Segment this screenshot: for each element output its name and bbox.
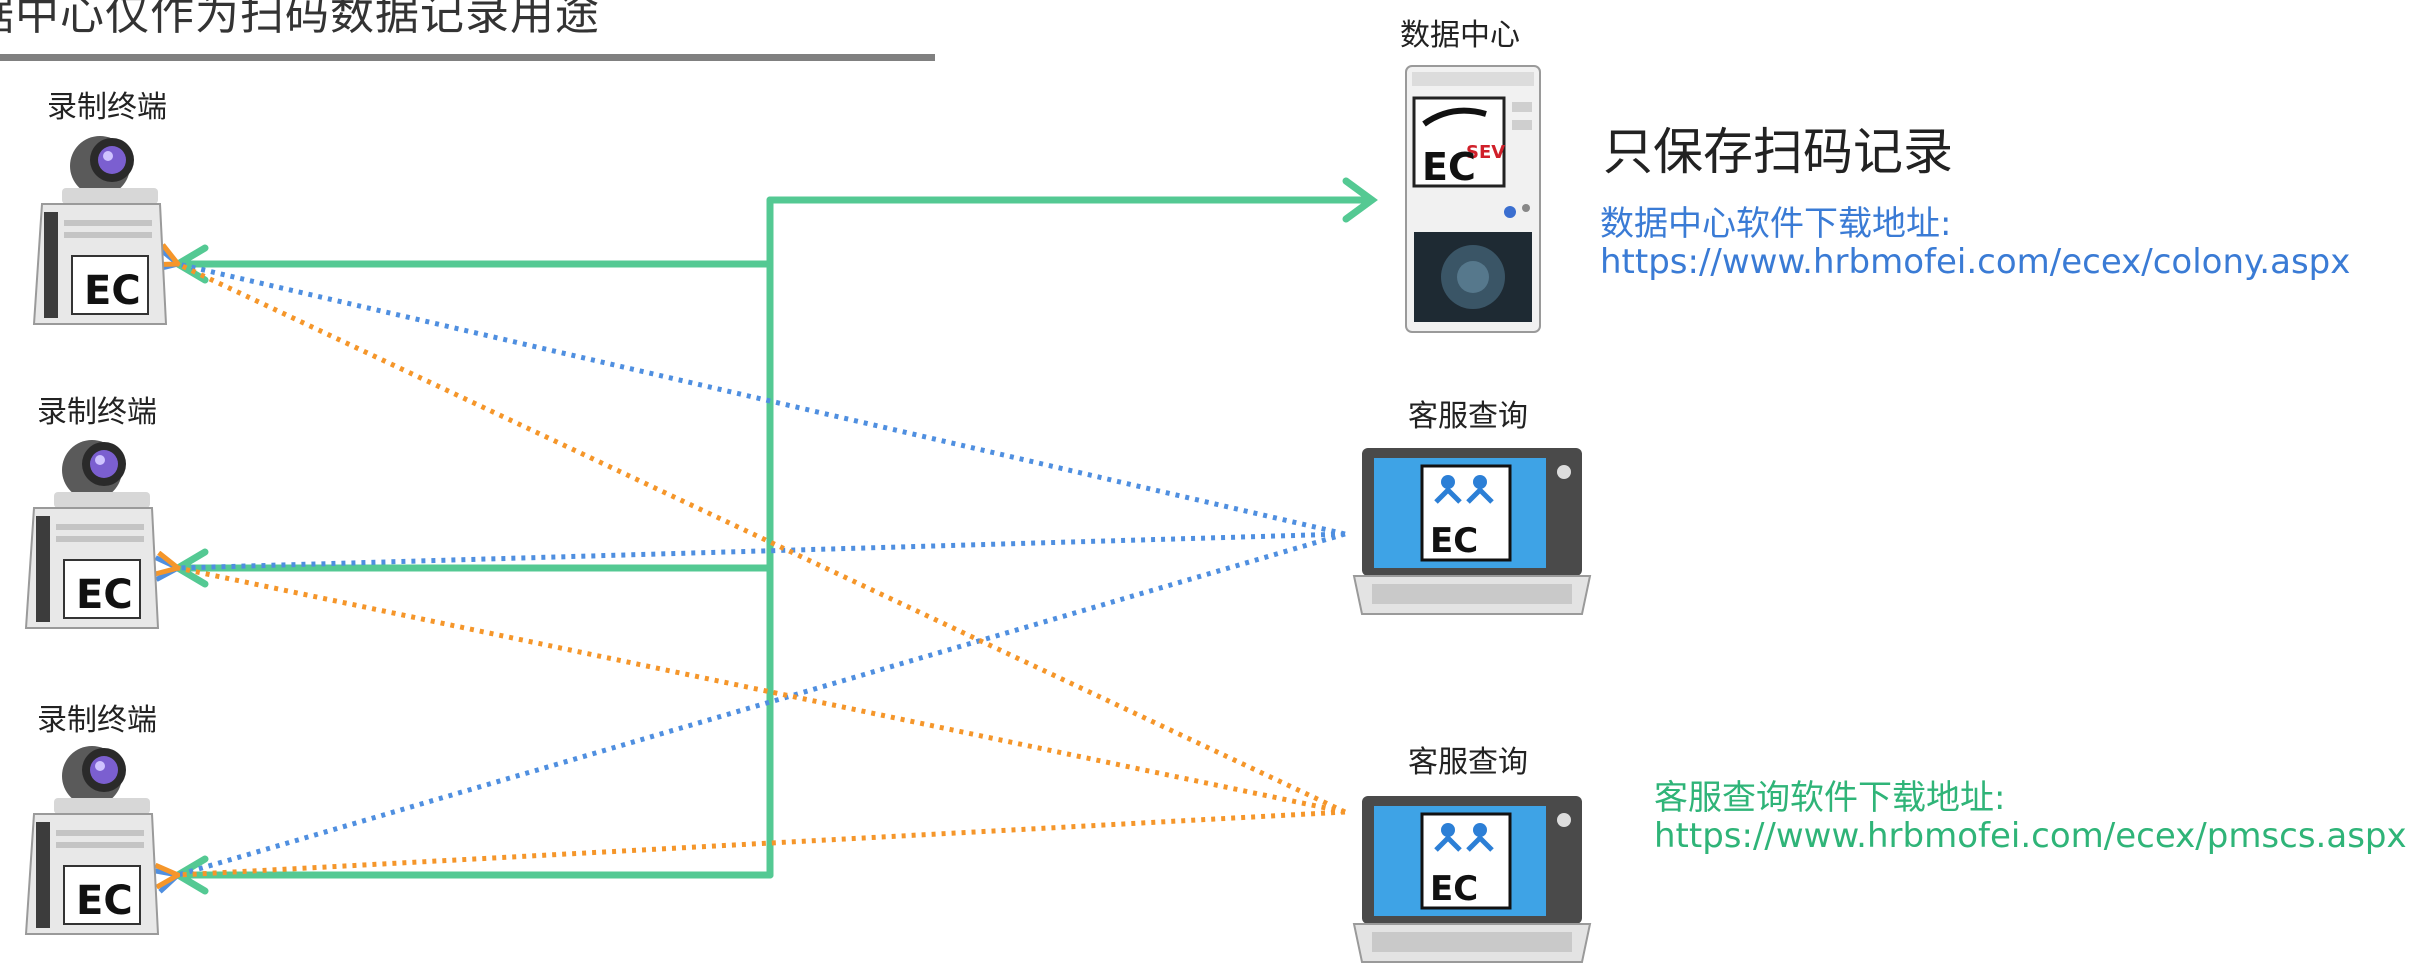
blue-links [178,264,1346,875]
camera-server-icon: EC [12,432,172,642]
blue-link-2 [178,531,1346,568]
camera-server-icon: EC [20,128,180,338]
orange-link-3 [178,809,1346,875]
svg-text:EC: EC [1430,521,1478,561]
arrowhead-data-center [1342,177,1378,223]
data-center-label: 数据中心 [1400,18,1520,53]
terminal-label-1: 录制终端 [47,90,167,125]
svg-text:EC: EC [76,878,133,924]
page-title: 据中心仅作为扫码数据记录用途 [0,0,600,40]
blue-link-1 [178,264,1346,537]
svg-text:EC: EC [76,572,133,618]
service-label-1: 客服查询 [1408,399,1528,434]
cs-download-label: 客服查询软件下载地址: [1654,778,2006,818]
note-main: 只保存扫码记录 [1603,123,1953,181]
laptop-icon: EC [1352,442,1592,626]
orange-link-2 [178,568,1346,815]
tower-server-icon: SEV EC [1400,62,1546,341]
blue-link-3 [178,531,1346,875]
ec-logo-icon: SEV [1466,142,1505,163]
svg-text:EC: EC [1422,145,1476,189]
camera-server-icon: EC [12,738,172,948]
terminal-label-3: 录制终端 [37,703,157,738]
cs-download-link[interactable]: https://www.hrbmofei.com/ecex/pmscs.aspx [1654,816,2407,856]
orange-link-1 [178,264,1347,815]
svg-text:EC: EC [84,268,141,314]
svg-text:EC: EC [1430,869,1478,909]
dc-download-link[interactable]: https://www.hrbmofei.com/ecex/colony.asp… [1600,242,2351,282]
laptop-icon: EC [1352,790,1592,974]
terminal-label-2: 录制终端 [37,395,157,430]
title-divider [0,54,935,61]
service-label-2: 客服查询 [1408,745,1528,780]
dc-download-label: 数据中心软件下载地址: [1600,204,1952,244]
orange-links [178,264,1347,875]
